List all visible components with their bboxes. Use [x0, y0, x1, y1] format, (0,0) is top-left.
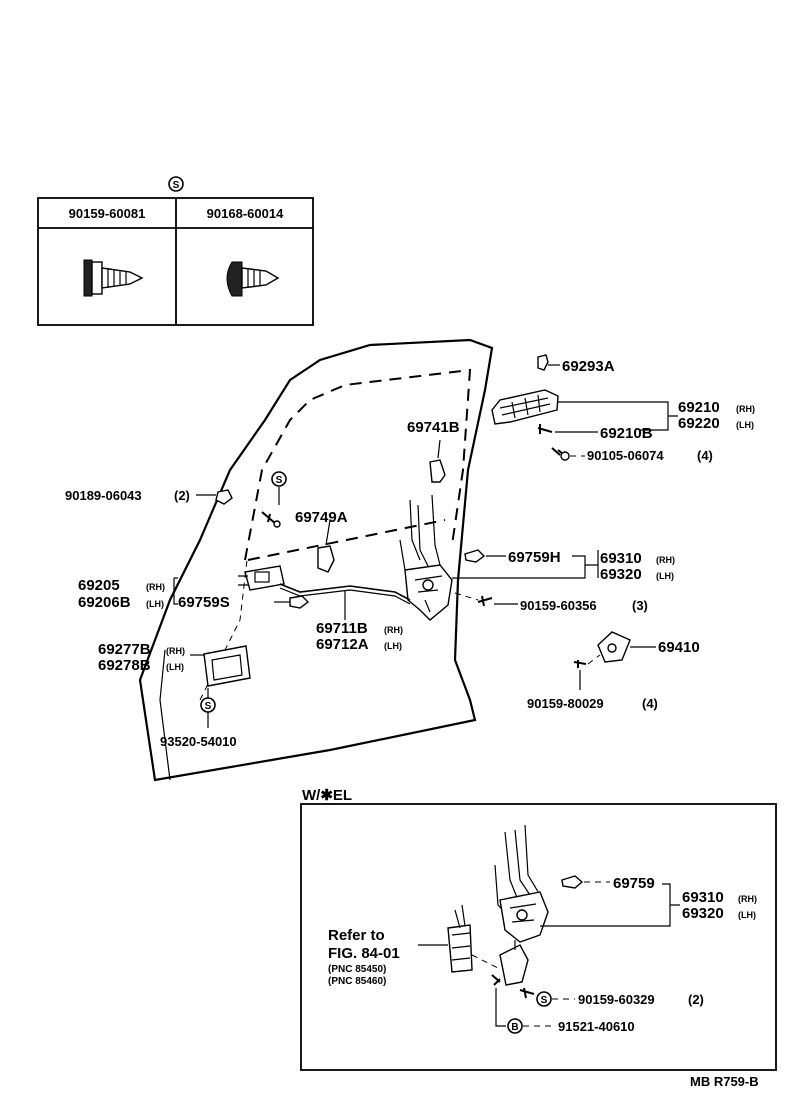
washer-screw-icon: [83, 259, 144, 297]
label-69712a-tag: (LH): [384, 641, 402, 651]
inset-label-69320-tag: (LH): [738, 910, 756, 920]
inset-clip-69759-icon: [561, 875, 584, 889]
inset-actuator-icon: [447, 924, 473, 973]
label-69205: 69205: [78, 577, 120, 594]
inset-pnc1: (PNC 85450): [328, 964, 386, 975]
label-69320: 69320: [600, 566, 642, 583]
label-90159-60356-qty: (3): [632, 598, 648, 613]
diagram-code: MB R759-B: [690, 1074, 759, 1089]
label-69741b: 69741B: [407, 419, 460, 436]
inset-refer-line1: Refer to: [328, 927, 385, 944]
door-frame-outline: [138, 338, 494, 782]
table-col1-header: 90159-60081: [69, 206, 146, 221]
label-69712a: 69712A: [316, 636, 369, 653]
label-69206b: 69206B: [78, 594, 131, 611]
label-69310-tag: (RH): [656, 555, 675, 565]
inset-symbol-s: S: [541, 995, 548, 1006]
knob-69741b-icon: [429, 459, 446, 483]
label-90189-qty: (2): [174, 488, 190, 503]
inset-pnc2: (PNC 85460): [328, 976, 386, 987]
symbol-s-upper-badge: [271, 471, 287, 487]
inset-lock-rods: [494, 824, 541, 919]
inset-label-69310: 69310: [682, 889, 724, 906]
bezel-69277b-icon: [203, 645, 251, 687]
label-69277b: 69277B: [98, 641, 151, 658]
label-69220: 69220: [678, 415, 720, 432]
label-69410: 69410: [658, 639, 700, 656]
symbol-s-upper: S: [276, 475, 283, 486]
label-69205-tag: (RH): [146, 582, 165, 592]
nut-90189-icon: [215, 489, 233, 505]
label-69711b-tag: (RH): [384, 625, 403, 635]
label-69759h: 69759H: [508, 549, 561, 566]
pan-screw-icon: [226, 261, 280, 297]
inset-screw-s-icon: [519, 987, 535, 999]
inset-label-69320: 69320: [682, 905, 724, 922]
label-90159-80029: 90159-80029: [527, 696, 604, 711]
inset-bracket-icon: [499, 944, 529, 986]
label-69206b-tag: (LH): [146, 599, 164, 609]
rod-69210b-icon: [537, 424, 553, 434]
label-69210b: 69210B: [600, 425, 653, 442]
label-69220-tag: (LH): [736, 420, 754, 430]
label-90159-80029-qty: (4): [642, 696, 658, 711]
label-69749a: 69749A: [295, 509, 348, 526]
inset-refer-line2: FIG. 84-01: [328, 945, 400, 962]
label-69277b-tag: (RH): [166, 646, 185, 656]
label-90105: 90105-06074: [587, 448, 664, 463]
screw-90159-80029-icon: [573, 660, 587, 668]
label-69210-tag: (RH): [736, 404, 755, 414]
inset-symbol-b-badge: [507, 1018, 523, 1034]
clip-69759h-icon: [464, 549, 486, 563]
screw-90159-60356-icon: [477, 595, 493, 607]
inset-label-91521: 91521-40610: [558, 1019, 635, 1034]
inset-label-69310-tag: (RH): [738, 894, 757, 904]
label-69293a: 69293A: [562, 358, 615, 375]
label-69210: 69210: [678, 399, 720, 416]
label-69310: 69310: [600, 550, 642, 567]
label-69320-tag: (LH): [656, 571, 674, 581]
clip-69293a-icon: [537, 354, 549, 371]
table-symbol-badge: [168, 176, 184, 192]
inset-label-69759: 69759: [613, 875, 655, 892]
cable-69711b: [279, 583, 411, 601]
lock-assembly-group: 69741B 69759H 69310 (RH) 69320 (LH) 9015…: [399, 419, 700, 711]
inset-label-90159-60329: 90159-60329: [578, 992, 655, 1007]
inner-handle-group: 90189-06043 (2) S 69749A 69205 (RH) 6920…: [65, 471, 411, 749]
outer-handle-icon: [491, 389, 559, 425]
label-90105-qty: (4): [697, 448, 713, 463]
outer-handle-group: 69293A 69210 (RH) 69220 (LH) 69210B 9010…: [491, 354, 755, 463]
lock-rods: [399, 494, 441, 591]
table-symbol: S: [173, 180, 180, 191]
door-lock-69310-icon: [404, 564, 453, 621]
inner-handle-69205-icon: [244, 565, 285, 591]
label-69759s: 69759S: [178, 594, 230, 611]
inset-symbol-s-badge: [536, 991, 552, 1007]
label-69711b: 69711B: [316, 620, 368, 637]
label-93520: 93520-54010: [160, 734, 237, 749]
label-90189: 90189-06043: [65, 488, 142, 503]
label-69278b: 69278B: [98, 657, 151, 674]
symbol-s-lower: S: [205, 701, 212, 712]
screw-table: S 90159-60081 90168-60014: [37, 176, 314, 326]
inset-frame: [300, 803, 777, 1071]
inset-title: W/✱EL: [302, 787, 352, 804]
screw-s-upper-icon: [261, 511, 277, 525]
clip-69759s-icon: [289, 595, 310, 609]
label-90159-60356: 90159-60356: [520, 598, 597, 613]
clip-69749a-icon: [317, 545, 335, 573]
label-69278b-tag: (LH): [166, 662, 184, 672]
inset-screw-b-icon: [491, 974, 501, 986]
inset-label-90159-60329-qty: (2): [688, 992, 704, 1007]
table-col2-header: 90168-60014: [207, 206, 284, 221]
inset-symbol-b: B: [511, 1022, 518, 1033]
inset-power-lock: W/✱EL 69759 69310 (RH) 69320 (LH) Refer …: [300, 787, 777, 1071]
